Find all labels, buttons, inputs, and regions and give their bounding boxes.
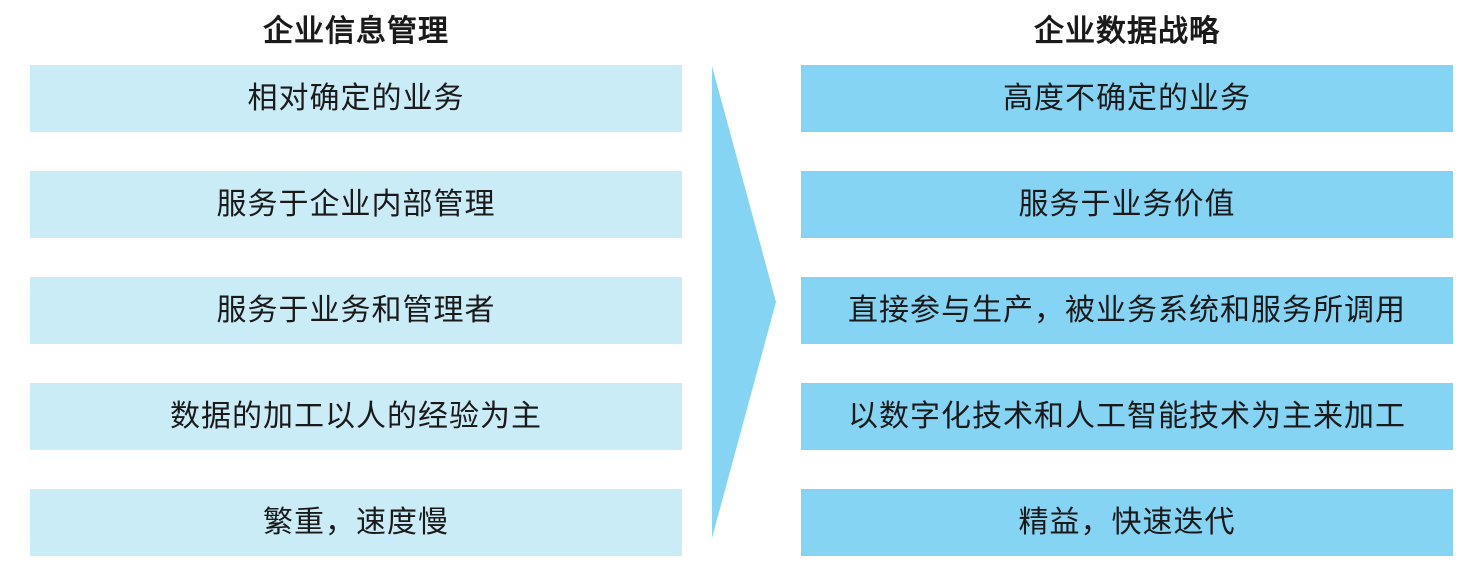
left-box-3: 服务于业务和管理者 — [30, 277, 682, 344]
left-box-1: 相对确定的业务 — [30, 65, 682, 132]
right-box-2: 服务于业务价值 — [801, 171, 1453, 238]
left-box-2: 服务于企业内部管理 — [30, 171, 682, 238]
transition-arrow-icon — [712, 66, 776, 538]
right-box-3: 直接参与生产，被业务系统和服务所调用 — [801, 277, 1453, 344]
left-column-title: 企业信息管理 — [263, 14, 449, 49]
left-box-4: 数据的加工以人的经验为主 — [30, 383, 682, 450]
left-box-5: 繁重，速度慢 — [30, 489, 682, 556]
right-box-5: 精益，快速迭代 — [801, 489, 1453, 556]
right-box-1: 高度不确定的业务 — [801, 65, 1453, 132]
right-column-title: 企业数据战略 — [1034, 14, 1220, 49]
right-box-4: 以数字化技术和人工智能技术为主来加工 — [801, 383, 1453, 450]
arrow-shape — [712, 66, 776, 538]
